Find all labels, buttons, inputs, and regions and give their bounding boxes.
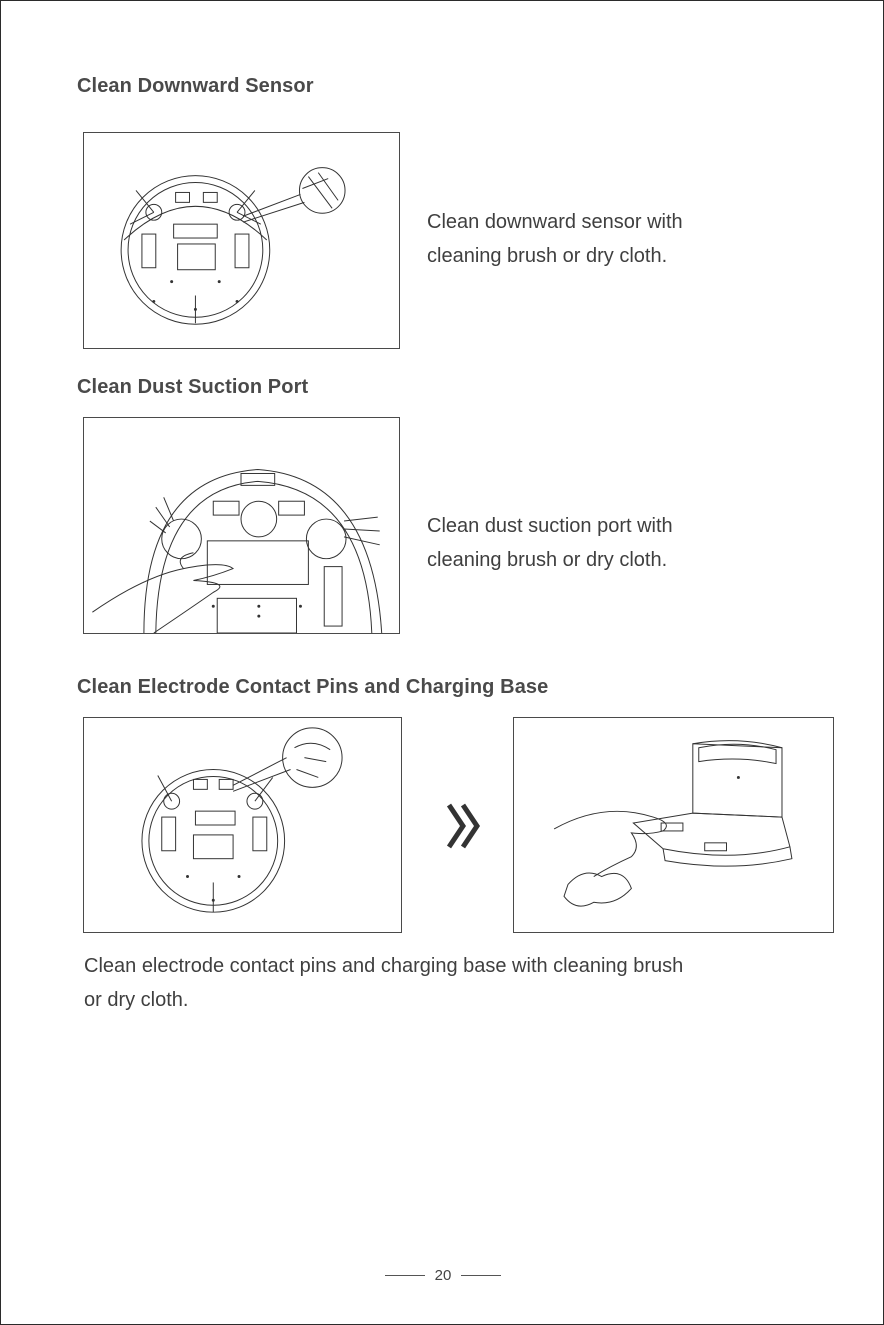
figure-robot-electrode-pins [83,717,402,933]
robot-underside-illustration [84,133,399,348]
heading-clean-downward-sensor: Clean Downward Sensor [77,75,314,98]
footer-rule-right [461,1275,501,1276]
suction-port-illustration [84,418,399,633]
robot-electrode-illustration [84,718,401,932]
page-number: 20 [435,1267,452,1284]
instruction-line-1: Clean electrode contact pins and chargin… [84,949,683,983]
text-electrode-instruction: Clean electrode contact pins and chargin… [84,949,683,1017]
heading-clean-dust-suction-port: Clean Dust Suction Port [77,376,308,399]
figure-robot-underside-sensor [83,132,400,349]
instruction-line-1: Clean downward sensor with [427,205,683,239]
page-footer: 20 [385,1265,501,1285]
figure-dust-suction-port [83,417,400,634]
text-downward-sensor-instruction: Clean downward sensor with cleaning brus… [427,205,683,273]
instruction-line-2: cleaning brush or dry cloth. [427,543,673,577]
instruction-line-2: cleaning brush or dry cloth. [427,239,683,273]
instruction-line-1: Clean dust suction port with [427,509,673,543]
heading-clean-electrode-pins: Clean Electrode Contact Pins and Chargin… [77,676,548,699]
charging-base-illustration [514,718,833,932]
instruction-line-2: or dry cloth. [84,983,683,1017]
figure-charging-base [513,717,834,933]
footer-rule-left [385,1275,425,1276]
double-chevron-right-icon [447,803,481,849]
text-suction-port-instruction: Clean dust suction port with cleaning br… [427,509,673,577]
